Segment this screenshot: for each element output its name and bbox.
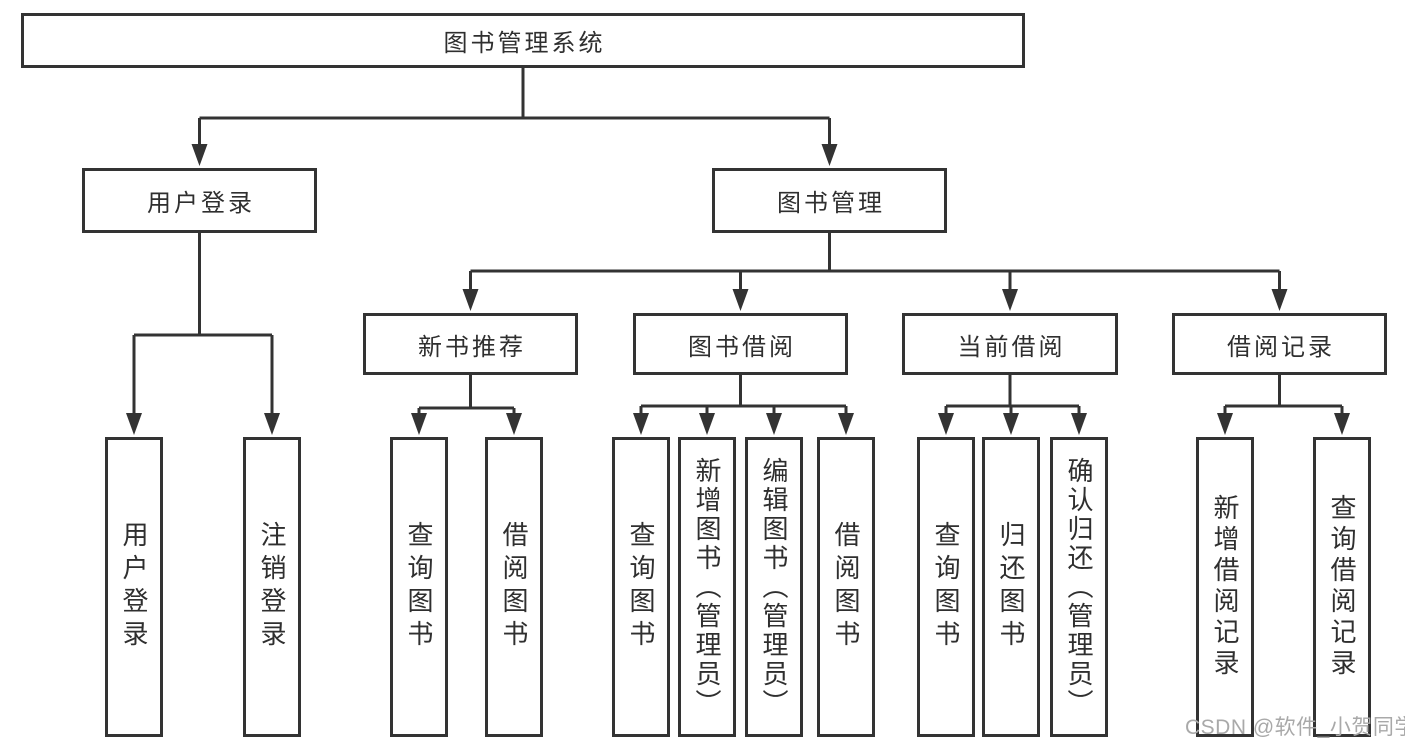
leaf-edit-books-admin: 编辑图书（管理员） (745, 437, 803, 737)
leaf-confirm-return-admin: 确认归还（管理员） (1050, 437, 1108, 737)
arrow-down-icon (766, 413, 782, 435)
leaf-query-books-recommend: 查询图书 (390, 437, 448, 737)
node-user-login-label: 用户登录 (147, 190, 255, 217)
leaf-borrow-books: 借阅图书 (817, 437, 875, 737)
arrow-down-icon (1217, 413, 1233, 435)
arrow-down-icon (506, 413, 522, 435)
arrow-down-icon (699, 413, 715, 435)
leaf-logout: 注销登录 (243, 437, 301, 737)
node-borrow-record: 借阅记录 (1172, 313, 1387, 375)
node-borrow-record-label: 借阅记录 (1227, 333, 1335, 361)
leaf-return-books: 归还图书 (982, 437, 1040, 737)
node-new-book-recommend-label: 新书推荐 (418, 333, 526, 361)
edge-root-to-level1 (191, 68, 838, 166)
arrow-down-icon (1334, 413, 1350, 435)
arrow-down-icon (191, 144, 208, 166)
arrow-down-icon (411, 413, 427, 435)
leaf-query-books-borrow: 查询图书 (612, 437, 670, 737)
leaf-label: 确认归还（管理员） (1064, 456, 1094, 718)
arrow-down-icon (732, 289, 749, 311)
leaf-label: 归还图书 (996, 521, 1026, 653)
leaf-label: 借阅图书 (499, 521, 529, 653)
edge-user-login-to-leaves (126, 233, 280, 435)
node-book-management: 图书管理 (712, 168, 947, 233)
arrow-down-icon (633, 413, 649, 435)
leaf-label: 借阅图书 (831, 521, 861, 653)
arrow-down-icon (1071, 413, 1087, 435)
leaf-label: 新增图书（管理员） (692, 456, 722, 718)
arrow-down-icon (264, 413, 280, 435)
leaf-label: 用户登录 (119, 521, 149, 653)
leaf-label: 编辑图书（管理员） (759, 456, 789, 718)
arrow-down-icon (126, 413, 142, 435)
edge-current-to-leaves (938, 375, 1087, 435)
edge-book-mgmt-to-level2 (462, 233, 1288, 311)
leaf-label: 查询图书 (404, 521, 434, 653)
arrow-down-icon (1002, 289, 1018, 311)
leaf-label: 查询图书 (626, 521, 656, 653)
node-current-borrow-label: 当前借阅 (957, 333, 1066, 361)
arrow-down-icon (462, 289, 479, 311)
arrow-down-icon (1271, 289, 1288, 311)
leaf-user-login: 用户登录 (105, 437, 163, 737)
leaf-query-borrow-record: 查询借阅记录 (1313, 437, 1371, 737)
watermark: CSDN @软件_小贺同学 (1185, 716, 1405, 739)
edge-borrow-to-leaves (633, 375, 854, 435)
leaf-label: 查询借阅记录 (1327, 494, 1357, 680)
arrow-down-icon (1003, 413, 1019, 435)
arrow-down-icon (821, 144, 838, 166)
leaf-add-books-admin: 新增图书（管理员） (678, 437, 736, 737)
node-book-management-label: 图书管理 (777, 190, 885, 217)
leaf-borrow-books-recommend: 借阅图书 (485, 437, 543, 737)
leaf-add-borrow-record: 新增借阅记录 (1196, 437, 1254, 737)
node-root: 图书管理系统 (21, 13, 1025, 68)
node-user-login: 用户登录 (82, 168, 317, 233)
arrow-down-icon (938, 413, 954, 435)
node-book-borrow-label: 图书借阅 (688, 333, 796, 361)
leaf-label: 注销登录 (257, 521, 287, 653)
leaf-query-books-current: 查询图书 (917, 437, 975, 737)
edge-record-to-leaves (1217, 375, 1350, 435)
leaf-label: 查询图书 (931, 521, 961, 653)
node-root-label: 图书管理系统 (443, 30, 606, 57)
node-book-borrow: 图书借阅 (633, 313, 848, 375)
node-current-borrow: 当前借阅 (902, 313, 1118, 375)
node-new-book-recommend: 新书推荐 (363, 313, 578, 375)
edge-recommend-to-leaves (411, 375, 522, 435)
arrow-down-icon (838, 413, 854, 435)
leaf-label: 新增借阅记录 (1210, 494, 1240, 680)
